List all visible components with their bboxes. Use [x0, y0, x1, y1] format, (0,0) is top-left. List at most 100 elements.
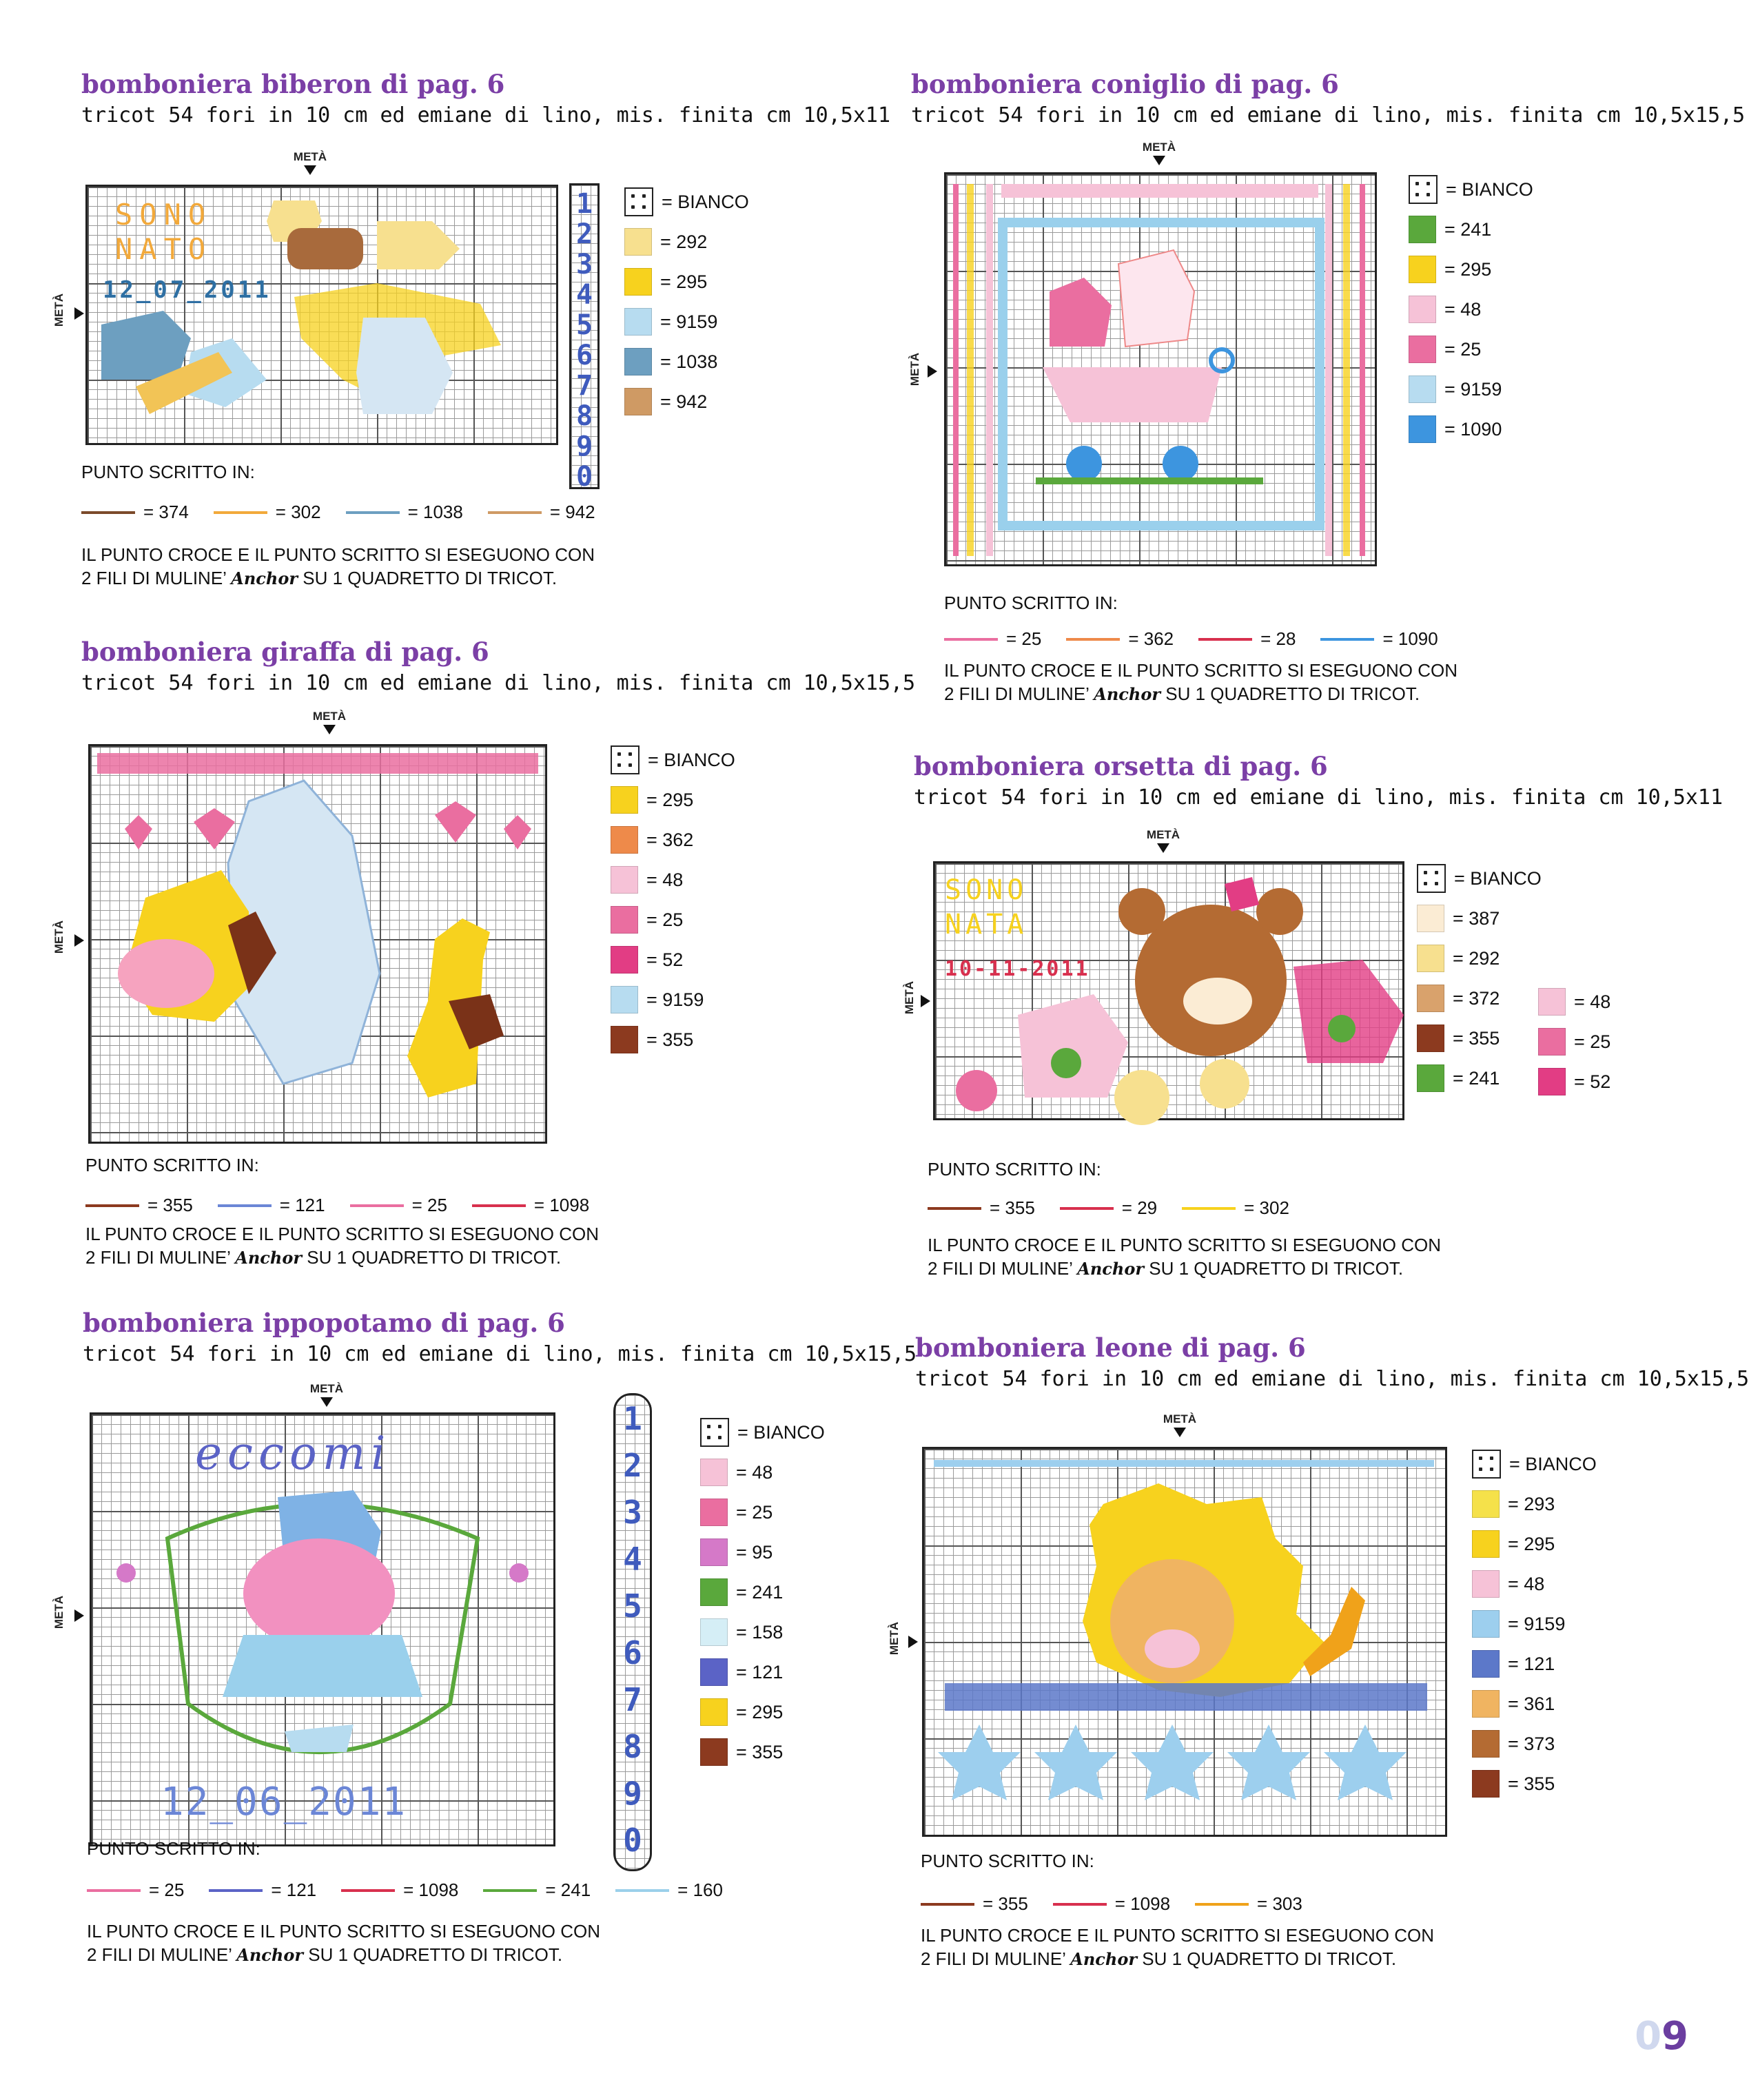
color-swatch	[1472, 1450, 1501, 1479]
thread-code: = 25	[1006, 628, 1042, 649]
legend-code: = 355	[736, 1741, 784, 1762]
meta-left-label: METÀ	[903, 981, 916, 1015]
thread-line-swatch	[944, 637, 998, 641]
legend-entry: = BIANCO	[1409, 169, 1533, 209]
thread-line-swatch	[1066, 637, 1121, 641]
frame-border	[998, 218, 1324, 531]
meta-arrow-icon	[74, 1609, 84, 1622]
punto-scritto-entry: = 160	[615, 1880, 723, 1901]
color-swatch	[700, 1499, 728, 1526]
chart-motif	[953, 184, 1365, 556]
legend-code: = 9159	[660, 311, 718, 332]
punto-scritto-entry: = 1098	[471, 1195, 589, 1216]
color-swatch	[611, 866, 638, 894]
meta-arrow-icon	[928, 365, 937, 378]
legend-entry: = 241	[1417, 1058, 1542, 1098]
meta-top-label: METÀ	[302, 710, 357, 734]
lion-face	[1110, 1559, 1234, 1683]
meta-arrow-icon	[323, 725, 336, 734]
note-line-1: IL PUNTO CROCE E IL PUNTO SCRITTO SI ESE…	[928, 1235, 1441, 1255]
meta-left-label: METÀ	[52, 1596, 65, 1629]
legend-entry: = 52	[1538, 1062, 1610, 1102]
thread-line-swatch	[487, 511, 542, 514]
number-strip: 1 2 3 4 5 6 7 8 9 0	[569, 183, 600, 493]
color-swatch	[700, 1618, 728, 1646]
legend-entry: = 355	[611, 1020, 735, 1060]
section-title: bomboniera ippopotamo di pag. 6	[83, 1308, 565, 1338]
legend-code: = 52	[1574, 1071, 1611, 1092]
color-swatch	[700, 1538, 728, 1566]
legend-code: = BIANCO	[648, 749, 735, 770]
note-line-1: IL PUNTO CROCE E IL PUNTO SCRITTO SI ESE…	[87, 1921, 600, 1942]
legend-code: = 295	[646, 789, 694, 810]
legend-entry: = BIANCO	[1417, 858, 1542, 898]
legend-entry: = 9159	[624, 302, 749, 342]
legend-entry: = 241	[1409, 209, 1533, 249]
color-swatch	[1472, 1770, 1500, 1798]
strip-number: 1	[623, 1400, 642, 1437]
legend-code: = 48	[1444, 298, 1482, 320]
star	[1324, 1725, 1407, 1800]
color-legend: = BIANCO= 292= 295= 9159= 1038= 942	[624, 182, 749, 422]
color-swatch	[1472, 1650, 1500, 1678]
thread-line-swatch	[85, 1204, 139, 1207]
thread-code: = 362	[1128, 628, 1174, 649]
color-swatch	[700, 1578, 728, 1606]
legend-entry: = 387	[1417, 898, 1542, 938]
cross-stitch-chart	[88, 744, 547, 1144]
section-subtitle: tricot 54 fori in 10 cm ed emiane di lin…	[83, 1342, 917, 1366]
legend-code: = 25	[1574, 1031, 1611, 1052]
punto-scritto-entry: = 1090	[1320, 628, 1438, 650]
border-stripe	[967, 184, 974, 556]
section-giraffa: bomboniera giraffa di pag. 6 tricot 54 f…	[52, 637, 915, 1268]
color-swatch	[611, 1026, 638, 1053]
strip-number: 4	[623, 1541, 642, 1578]
anchor-logo: Anchor	[236, 1945, 303, 1965]
meta-arrow-icon	[1153, 156, 1165, 165]
punto-scritto-label: PUNTO SCRITTO IN:	[928, 1159, 1101, 1180]
giraffe-spots	[449, 994, 504, 1049]
border-stripe	[1360, 184, 1365, 556]
chart-motif	[934, 1460, 1434, 1800]
note-line-2: 2 FILI DI MULINE’ Anchor SU 1 QUADRETTO …	[921, 1948, 1397, 1969]
note-line-1: IL PUNTO CROCE E IL PUNTO SCRITTO SI ESE…	[81, 544, 595, 565]
thread-line-swatch	[1052, 1902, 1107, 1906]
star	[938, 1725, 1021, 1800]
note-line-1: IL PUNTO CROCE E IL PUNTO SCRITTO SI ESE…	[921, 1925, 1434, 1946]
color-legend: = BIANCO= 293= 295= 48= 9159= 121= 361= …	[1472, 1444, 1597, 1804]
color-swatch	[611, 946, 638, 974]
color-swatch	[1417, 945, 1444, 972]
chart-text-date: 12_06_2011	[161, 1780, 407, 1824]
bear-ear	[1118, 888, 1165, 935]
legend-entry: = 355	[1417, 1018, 1542, 1058]
punto-scritto-entry: = 29	[1059, 1197, 1157, 1219]
legend-code: = 9159	[646, 989, 704, 1010]
color-swatch	[611, 786, 638, 814]
hippo-face	[243, 1538, 395, 1649]
anchor-logo: Anchor	[1070, 1949, 1137, 1969]
legend-code: = 373	[1508, 1733, 1555, 1754]
legend-code: = 362	[646, 829, 694, 850]
color-swatch	[611, 745, 640, 774]
color-swatch	[1538, 1068, 1566, 1095]
meta-arrow-icon	[921, 995, 930, 1007]
section-subtitle: tricot 54 fori in 10 cm ed emiane di lin…	[81, 671, 916, 695]
legend-code: = 293	[1508, 1493, 1555, 1514]
legend-entry: = 95	[700, 1532, 825, 1572]
thread-code: = 121	[279, 1195, 325, 1215]
thread-code: = 355	[983, 1893, 1028, 1914]
legend-entry: = 372	[1417, 978, 1542, 1018]
thread-line-swatch	[81, 511, 135, 514]
side-flower	[509, 1563, 529, 1583]
legend-entry: = 121	[1472, 1644, 1597, 1684]
punto-scritto-list: = 355= 121= 25= 1098	[85, 1195, 614, 1216]
flower	[1293, 960, 1404, 1063]
strip-number: 3	[575, 249, 593, 280]
punto-scritto-label: PUNTO SCRITTO IN:	[85, 1155, 259, 1175]
thread-line-swatch	[217, 1204, 272, 1207]
anchor-logo: Anchor	[1077, 1259, 1144, 1279]
punto-scritto-label: PUNTO SCRITTO IN:	[944, 593, 1118, 613]
punto-scritto-entry: = 942	[487, 502, 595, 523]
thread-line-swatch	[213, 511, 267, 514]
strip-number: 5	[575, 309, 593, 341]
